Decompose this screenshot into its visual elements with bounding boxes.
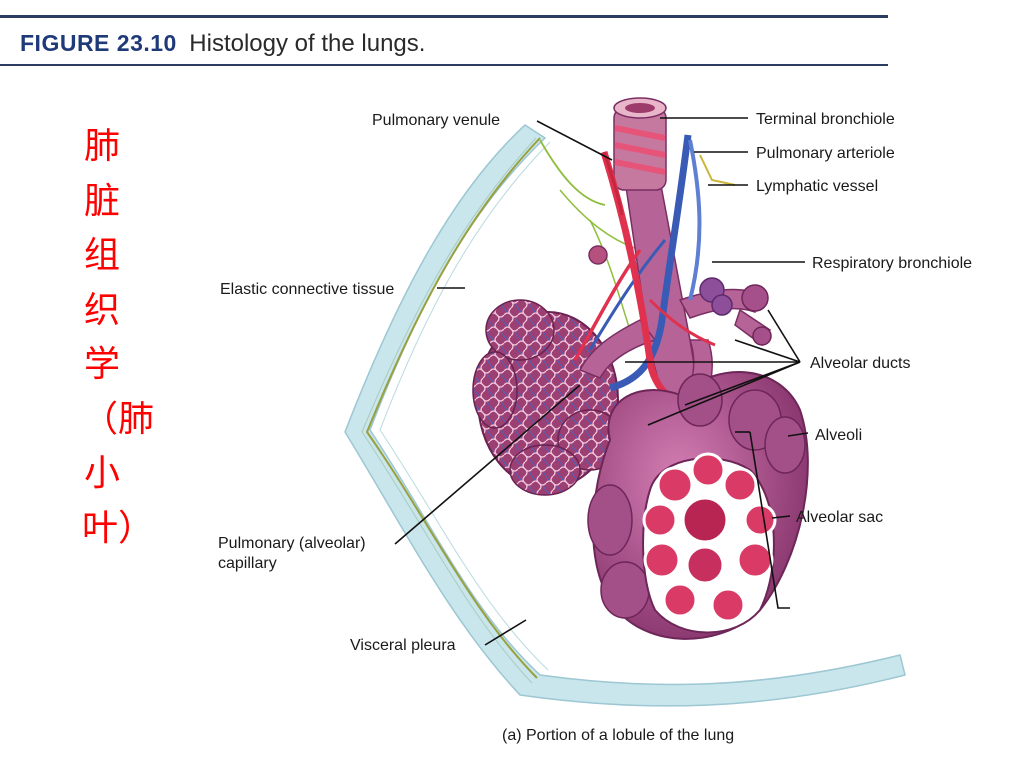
label-pulmonary-venule: Pulmonary venule xyxy=(372,112,500,129)
figure-title: Histology of the lungs. xyxy=(189,30,426,57)
label-visceral-pleura: Visceral pleura xyxy=(350,637,456,654)
label-terminal-bronchiole: Terminal bronchiole xyxy=(756,111,895,128)
terminal-bronchiole xyxy=(613,97,667,191)
label-alveolar-ducts: Alveolar ducts xyxy=(810,355,911,372)
header-rule-top xyxy=(0,15,888,18)
visceral-pleura-band xyxy=(344,124,906,707)
figure-caption: (a) Portion of a lobule of the lung xyxy=(502,727,734,744)
figure-header: FIGURE 23.10 Histology of the lungs. xyxy=(20,30,425,60)
label-alveolar-sac: Alveolar sac xyxy=(796,509,883,526)
leader-lines xyxy=(394,117,809,646)
label-alveoli: Alveoli xyxy=(815,427,862,444)
left-alveolar-cluster xyxy=(472,299,623,496)
label-pulmonary-arteriole: Pulmonary arteriole xyxy=(756,145,895,162)
pulmonary-arteriole xyxy=(588,134,702,392)
label-lymphatic-vessel: Lymphatic vessel xyxy=(756,178,878,195)
label-respiratory-bronchiole: Respiratory bronchiole xyxy=(812,255,972,272)
label-pulmonary-capillary-line1: Pulmonary (alveolar) xyxy=(218,535,366,552)
label-pulmonary-capillary-line2: capillary xyxy=(218,555,277,572)
alveoli-cross-section xyxy=(642,452,777,634)
figure-label: FIGURE 23.10 xyxy=(20,30,177,56)
header-rule-bottom xyxy=(0,64,888,66)
label-elastic-connective-tissue: Elastic connective tissue xyxy=(220,281,394,298)
